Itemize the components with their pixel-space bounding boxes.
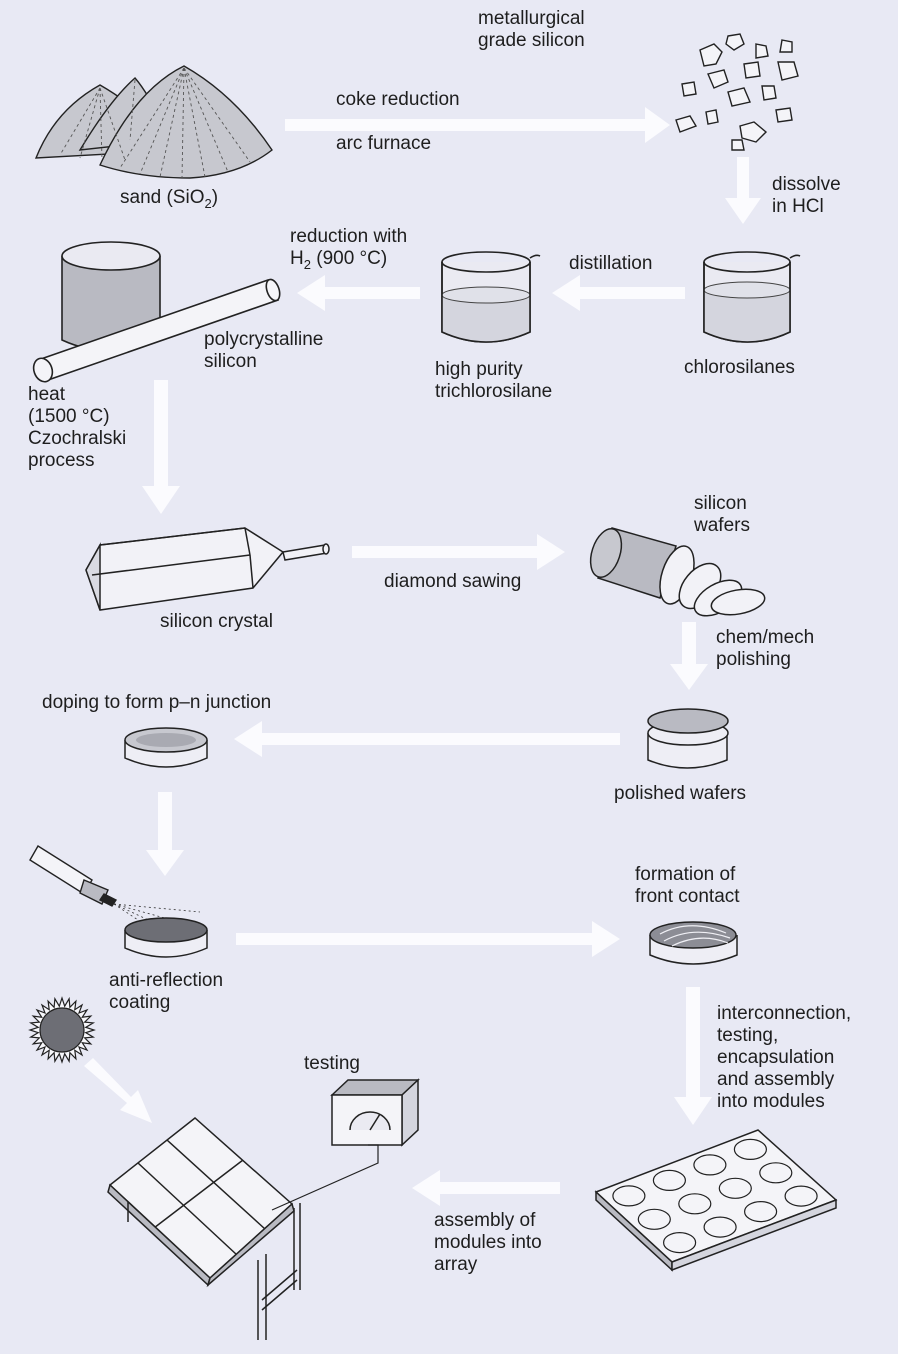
spray-nozzle-icon — [29, 845, 201, 931]
silicon-crystal-label: silicon crystal — [160, 611, 273, 632]
module-panel-icon — [594, 1129, 838, 1272]
arrow-diamond-sawing — [352, 534, 565, 570]
arrow-dissolve — [725, 157, 761, 224]
arrow-czochralski — [142, 380, 180, 514]
module-cell — [784, 1185, 818, 1207]
arrow-anti-reflection — [236, 921, 620, 957]
sand-label-subscript: 2 — [204, 195, 212, 211]
module-cell — [733, 1138, 768, 1161]
dissolve-hcl-label: dissolve in HCl — [772, 174, 841, 217]
diamond-sawing-label: diamond sawing — [384, 571, 522, 592]
reduction-label-subscript: 2 — [303, 256, 311, 272]
heat-process-label: heat (1500 °C) Czochralski process — [28, 384, 127, 471]
solar-array-icon — [107, 1117, 301, 1340]
assembly-array-label: assembly of modules into array — [434, 1210, 542, 1275]
silicon-crystal-icon — [85, 527, 330, 611]
arrow-interconnection — [674, 987, 712, 1125]
anti-reflection-label: anti-reflection coating — [109, 970, 224, 1013]
module-cell — [652, 1169, 687, 1192]
meter-box-icon — [271, 1078, 420, 1211]
module-cell — [693, 1154, 727, 1176]
arrow-assembly — [412, 1170, 560, 1206]
arrow-chem-mech — [670, 622, 708, 690]
chlorosilanes-label: chlorosilanes — [684, 357, 795, 378]
module-cell — [637, 1208, 671, 1230]
arrow-coke-reduction — [285, 107, 670, 143]
arrow-down-doping — [146, 792, 184, 876]
wafer-disc-icon — [647, 708, 729, 769]
flow-arrows — [84, 107, 761, 1206]
module-cell — [718, 1177, 752, 1199]
distillation-label: distillation — [569, 253, 653, 274]
chem-mech-label: chem/mech polishing — [716, 627, 815, 670]
sand-label: sand (SiO2) — [120, 187, 218, 215]
arrow-distillation — [552, 275, 685, 311]
wafer-disc-icon — [124, 727, 208, 768]
reduction-label-h: H — [290, 248, 304, 269]
high-purity-label: high purity trichlorosilane — [435, 359, 553, 402]
sand-piles-icon — [34, 65, 273, 179]
beaker-icon — [703, 251, 801, 343]
beaker-icon — [441, 251, 541, 343]
front-contact-label: formation of front contact — [635, 864, 740, 907]
testing-label: testing — [304, 1053, 360, 1074]
silicon-chunks-icon — [675, 33, 799, 151]
arrow-doping — [234, 721, 620, 757]
interconnection-label: interconnection, testing, encapsulation … — [717, 1003, 852, 1112]
wafer-disc-icon — [124, 917, 208, 958]
module-cell — [678, 1193, 712, 1215]
ingot-rod-icon — [32, 241, 281, 383]
sun-icon — [28, 996, 96, 1064]
arc-furnace-label: arc furnace — [336, 133, 432, 154]
arrow-reduction — [297, 275, 420, 311]
polished-wafers-label: polished wafers — [614, 783, 747, 804]
module-cell — [612, 1185, 646, 1207]
wafer-disc-icon — [649, 921, 738, 965]
silicon-wafers-label: silicon wafers — [694, 493, 750, 536]
metallurgical-silicon-label: metallurgical grade silicon — [478, 8, 585, 51]
wafer-stack-icon — [589, 527, 766, 617]
reduction-label: reduction with H2 (900 °C) — [290, 226, 407, 276]
reduction-label-temp: (900 °C) — [310, 248, 388, 269]
reduction-label-line1: reduction with — [290, 226, 408, 247]
module-cell — [662, 1231, 697, 1254]
arrow-sunlight — [84, 1058, 152, 1123]
coke-reduction-label: coke reduction — [336, 89, 460, 110]
polycrystalline-label: polycrystalline silicon — [204, 329, 324, 372]
sand-label-text: sand (SiO — [120, 187, 205, 208]
module-cell — [703, 1216, 737, 1238]
module-cell — [759, 1162, 793, 1184]
sand-label-close: ) — [211, 187, 219, 208]
doping-label: doping to form p–n junction — [42, 692, 272, 713]
module-cell — [743, 1200, 778, 1223]
